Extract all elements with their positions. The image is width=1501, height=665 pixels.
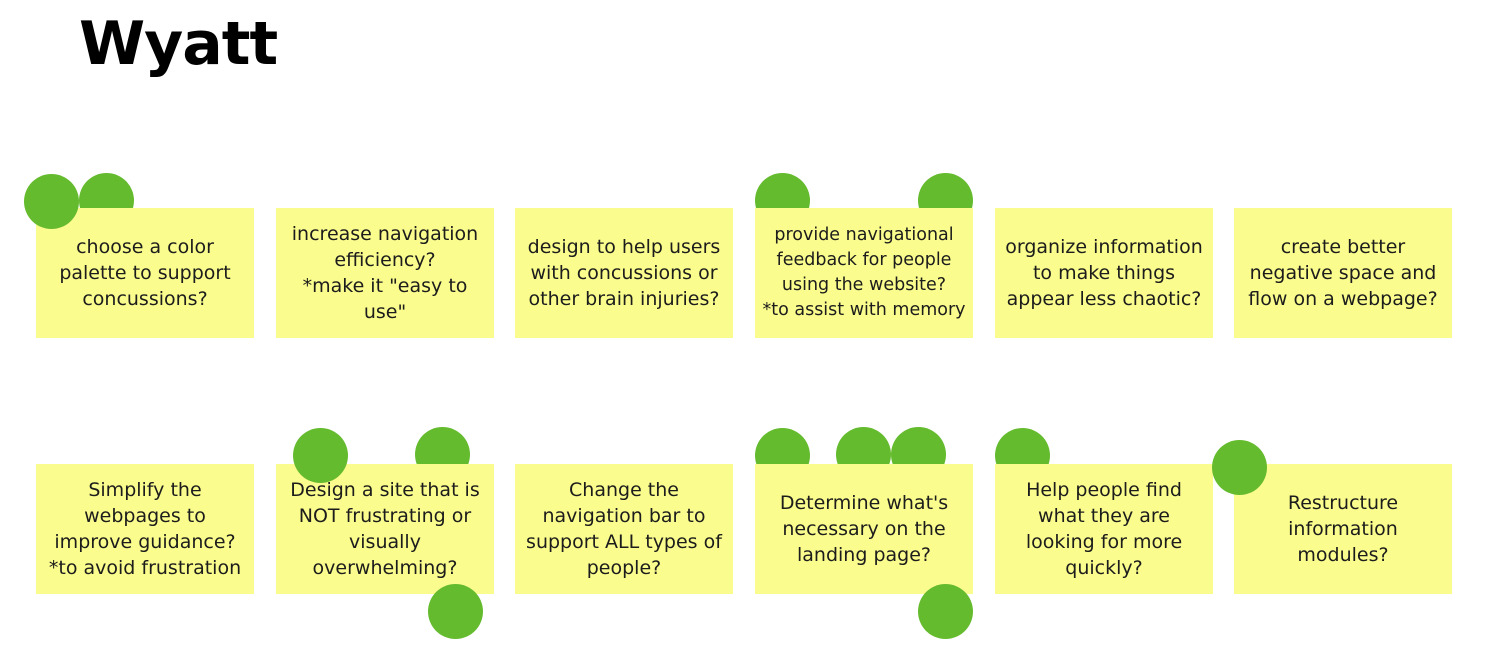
sticky-note-text: provide navigational feedback for people… (762, 225, 966, 320)
sticky-note-text: Help people find what they are looking f… (1025, 479, 1183, 579)
board-title: Wyatt (79, 9, 278, 79)
sticky-note-text: design to help users with concussions or… (527, 236, 721, 310)
sticky-note-text: Change the navigation bar to support ALL… (526, 479, 722, 579)
sticky-note[interactable]: increase navigation efficiency? *make it… (276, 208, 494, 338)
sticky-note-text: Design a site that is NOT frustrating or… (290, 479, 480, 579)
sticky-note-text: Determine what's necessary on the landin… (779, 492, 949, 566)
vote-dot[interactable] (293, 428, 348, 483)
sticky-note[interactable]: create better negative space and flow on… (1234, 208, 1452, 338)
sticky-note[interactable]: organize information to make things appe… (995, 208, 1213, 338)
sticky-note[interactable]: design to help users with concussions or… (515, 208, 733, 338)
sticky-note[interactable]: Simplify the webpages to improve guidanc… (36, 464, 254, 594)
sticky-note-text: organize information to make things appe… (1005, 236, 1203, 310)
sticky-note[interactable]: Change the navigation bar to support ALL… (515, 464, 733, 594)
sticky-note-text: increase navigation efficiency? *make it… (291, 223, 479, 323)
sticky-note-text: Simplify the webpages to improve guidanc… (48, 479, 242, 579)
vote-dot[interactable] (1212, 440, 1267, 495)
sticky-note-text: Restructure information modules? (1287, 492, 1399, 566)
sticky-note[interactable]: Determine what's necessary on the landin… (755, 464, 973, 594)
sticky-note-text: create better negative space and flow on… (1248, 236, 1438, 310)
sticky-note-text: choose a color palette to support concus… (59, 236, 231, 310)
vote-dot[interactable] (918, 584, 973, 639)
vote-dot[interactable] (24, 174, 79, 229)
sticky-note[interactable]: Help people find what they are looking f… (995, 464, 1213, 594)
sticky-note[interactable]: choose a color palette to support concus… (36, 208, 254, 338)
sticky-note[interactable]: Design a site that is NOT frustrating or… (276, 464, 494, 594)
vote-dot[interactable] (428, 584, 483, 639)
sticky-note[interactable]: Restructure information modules? (1234, 464, 1452, 594)
sticky-note[interactable]: provide navigational feedback for people… (755, 208, 973, 338)
